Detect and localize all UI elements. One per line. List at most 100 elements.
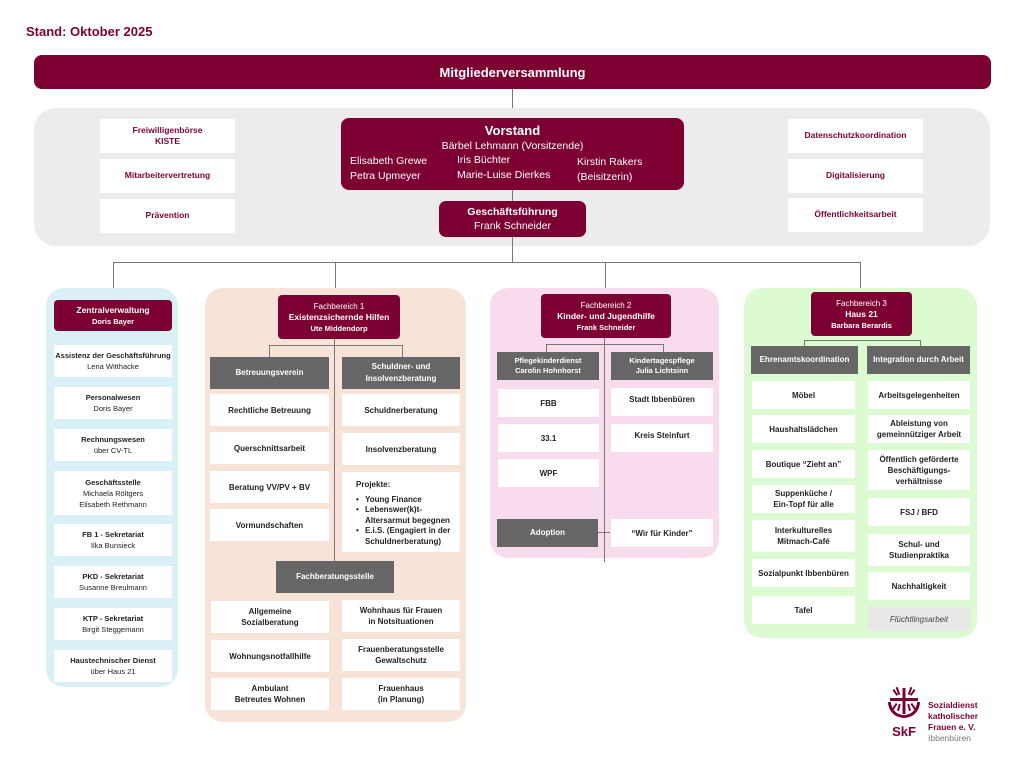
fb3-ehrenamt-item: Suppenküche / Ein-Topf für alle [752, 485, 855, 513]
zv-item-title: Assistenz der Geschäftsführung [55, 351, 171, 360]
staff-box-mitarbeitervertretung: Mitarbeitervertretung [100, 159, 235, 193]
fb1-fachberatung-item: Wohnhaus für Frauen in Notsituationen [342, 600, 460, 632]
fb2-connector [546, 344, 547, 352]
fb1-fachberatungsstelle-header: Fachberatungsstelle [276, 561, 394, 593]
fb1-fachberatung-item: Ambulant Betreutes Wohnen [211, 678, 329, 710]
zentralverwaltung-header: Zentralverwaltung Doris Bayer [54, 300, 172, 331]
project-item: E.i.S. (Engagiert in der Schuldnerberatu… [356, 526, 460, 547]
connector-fb2 [605, 262, 606, 295]
fb3-ehrenamt-item: Möbel [752, 381, 855, 409]
fb1-lead: Ute Middendorp [310, 323, 368, 333]
fb2-item: Kreis Steinfurt [611, 424, 713, 452]
fb1-fachberatung-item: Frauenberatungsstelle Gewaltschutz [342, 639, 460, 671]
status-date: Stand: Oktober 2025 [26, 24, 153, 39]
fb3-header: Fachbereich 3 Haus 21 Barbara Berardis [811, 292, 912, 336]
mitgliederversammlung-box: Mitgliederversammlung [34, 55, 991, 89]
fb2-pflegekinderdienst-header: Pflegekinderdienst Carolin Hohnhorst [497, 352, 599, 380]
vorstand-title: Vorstand [484, 123, 541, 138]
fb1-item: Beratung VV/PV + BV [210, 471, 329, 503]
zv-item-names: Doris Bayer [93, 404, 133, 413]
logo-line: Frauen e. V. [928, 722, 976, 732]
connector-gf-bus [512, 237, 513, 263]
zv-item-names: Birgit Steggemann [82, 625, 144, 634]
zv-name: Doris Bayer [91, 316, 135, 326]
zv-title: Zentralverwaltung [76, 304, 150, 315]
vorstand-member: Elisabeth Grewe [350, 155, 428, 167]
fb2-header: Fachbereich 2 Kinder- und Jugendhilfe Fr… [541, 294, 671, 338]
fb2-connector [663, 344, 664, 352]
zv-item-title: Personalwesen [85, 393, 141, 402]
fb2-item: Stadt Ibbenbüren [611, 388, 713, 416]
fb1-item: Vormundschaften [210, 509, 329, 541]
staff-box-datenschutz: Datenschutzkoordination [788, 119, 923, 153]
fb1-connector [269, 345, 270, 357]
logo-abbr: SkF [892, 724, 916, 739]
fb1-label: Fachbereich 1 [313, 301, 365, 311]
vorstand-chair: Bärbel Lehmann (Vorsitzende) [441, 140, 584, 152]
fb3-integration-item: Ableistung von gemeinnütziger Arbeit [868, 415, 970, 443]
zv-item-title: PKD - Sekretariat [82, 572, 144, 581]
vorstand-member: Kirstin Rakers [577, 156, 643, 168]
zv-item-title: Rechnungswesen [81, 435, 145, 444]
zv-item-title: FB 1 - Sekretariat [82, 530, 144, 539]
staff-box-digitalisierung: Digitalisierung [788, 159, 923, 193]
skf-logo: SkF [884, 686, 924, 739]
fb3-integration-header: Integration durch Arbeit [867, 346, 970, 374]
fb1-item: Insolvenzberatung [342, 433, 460, 465]
connector-zv [113, 262, 114, 300]
fb1-fachberatung-item: Wohnungsnotfallhilfe [211, 640, 329, 672]
gf-name: Frank Schneider [473, 220, 552, 232]
fb3-ehrenamt-item: Tafel [752, 596, 855, 624]
zv-item-names: Ilka Bunsieck [90, 541, 136, 550]
fb3-connector [804, 340, 921, 341]
fb2-item: 33.1 [498, 424, 599, 452]
fb3-integration-item: Flüchtlingsarbeit [868, 607, 970, 631]
fb2-item: WPF [498, 459, 599, 487]
staff-box-oeffentlichkeitsarbeit: Öffentlichkeitsarbeit [788, 198, 923, 232]
skf-emblem-icon [888, 686, 920, 718]
vorstand-box: Vorstand Bärbel Lehmann (Vorsitzende) El… [341, 118, 684, 190]
fb1-header: Fachbereich 1 Existenzsichernde Hilfen U… [278, 295, 400, 339]
logo-text: Sozialdienst katholischer Frauen e. V. I… [928, 700, 978, 744]
zv-item-names: Lena Witthacke [87, 362, 139, 371]
zv-item-title: Haustechnischer Dienst [70, 656, 156, 665]
staff-box-freiwilligenboerse: Freiwilligenbörse KISTE [100, 119, 235, 153]
fb2-adoption-link [598, 532, 610, 533]
projects-label: Projekte: [356, 480, 391, 489]
fb2-wir-fuer-kinder: “Wir für Kinder” [611, 519, 713, 547]
vorstand-members-col1: Elisabeth Grewe Petra Upmeyer [350, 154, 427, 184]
fb3-title: Haus 21 [845, 308, 878, 319]
vorstand-members-col3: Kirstin Rakers (Beisitzerin) [577, 155, 642, 185]
fb1-fachberatung-item: Frauenhaus (in Planung) [342, 678, 460, 710]
fb3-ehrenamt-item: Haushaltslädchen [752, 415, 855, 443]
fb1-fachberatung-item: Allgemeine Sozialberatung [211, 601, 329, 633]
fb2-lead: Frank Schneider [576, 322, 636, 332]
zv-item-names: Susanne Breulmann [79, 583, 147, 592]
project-item: Lebenswer(k)t- Altersarmut begegnen [356, 505, 460, 526]
fb3-connector [920, 340, 921, 346]
fb3-ehrenamt-item: Boutique “Zieht an” [752, 450, 855, 478]
logo-line: katholischer [928, 711, 979, 721]
fb2-adoption-header: Adoption [497, 519, 598, 547]
zv-item-title: Geschäftsstelle [85, 477, 141, 487]
fb3-integration-item: Schul- und Studienpraktika [868, 534, 970, 566]
connector-fb1 [335, 262, 336, 295]
fb2-connector [546, 344, 664, 345]
fb2-kindertagespflege-header: Kindertagespflege Julia Lichtsinn [611, 352, 713, 380]
fb1-item: Rechtliche Betreuung [210, 394, 329, 426]
fb1-item: Schuldnerberatung [342, 394, 460, 426]
fb3-ehrenamt-header: Ehrenamtskoordination [751, 346, 858, 374]
geschaeftsfuehrung-box: Geschäftsführung Frank Schneider [439, 201, 586, 237]
fb1-schuldner-header: Schuldner- und Insolvenzberatung [342, 357, 460, 389]
fb1-item: Querschnittsarbeit [210, 432, 329, 464]
zv-item-names: über CV-TL [93, 446, 133, 455]
fb3-integration-item: FSJ / BFD [868, 498, 970, 526]
connector-vorstand-gf [512, 190, 513, 201]
connector-fb3 [860, 262, 861, 293]
fb1-connector [269, 345, 403, 346]
vorstand-member: Marie-Luise Dierkes [457, 169, 551, 181]
fb3-ehrenamt-item: Interkulturelles Mitmach-Café [752, 520, 855, 552]
